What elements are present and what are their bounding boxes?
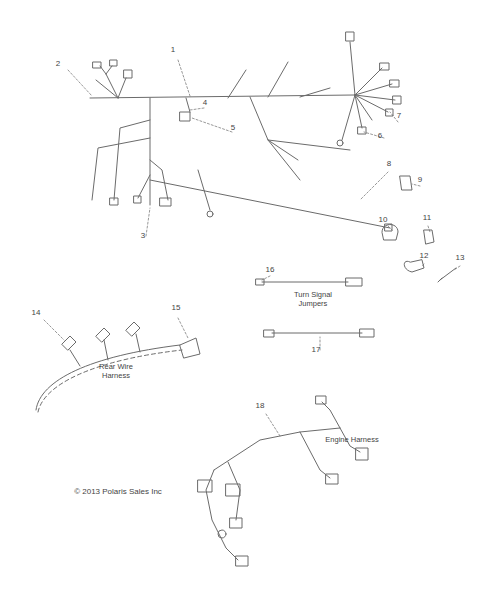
part-name: Engine Harness — [322, 436, 382, 445]
callout-number: 3 — [141, 232, 145, 240]
callout-number: 9 — [418, 176, 422, 184]
main-harness — [90, 32, 401, 231]
callout-number: 8 — [387, 160, 391, 168]
callout-number: 2 — [56, 60, 60, 68]
callout-number: 18 — [256, 402, 265, 410]
callout-number: 5 — [231, 124, 235, 132]
turn-signal-jumpers — [256, 278, 374, 337]
callout-number: 16 — [266, 266, 275, 274]
callout-number: 7 — [397, 112, 401, 120]
callout-number: 12 — [420, 252, 429, 260]
callout-number: 6 — [378, 132, 382, 140]
callout-number: 17 — [312, 346, 321, 354]
callout-number: 10 — [379, 216, 388, 224]
callout-number: 13 — [456, 254, 465, 262]
engine-harness — [198, 396, 368, 566]
callout-number: 11 — [423, 214, 431, 222]
loose-parts — [382, 176, 456, 282]
part-name: Turn Signal Jumpers — [283, 291, 343, 308]
copyright-note: © 2013 Polaris Sales Inc — [74, 488, 162, 496]
leader-lines — [44, 60, 460, 436]
part-name: Rear Wire Harness — [86, 363, 146, 380]
rear-wire-harness — [36, 322, 200, 412]
callout-number: 15 — [172, 304, 181, 312]
callout-number: 4 — [203, 99, 207, 107]
callout-number: 1 — [171, 46, 175, 54]
callout-number: 14 — [32, 309, 41, 317]
